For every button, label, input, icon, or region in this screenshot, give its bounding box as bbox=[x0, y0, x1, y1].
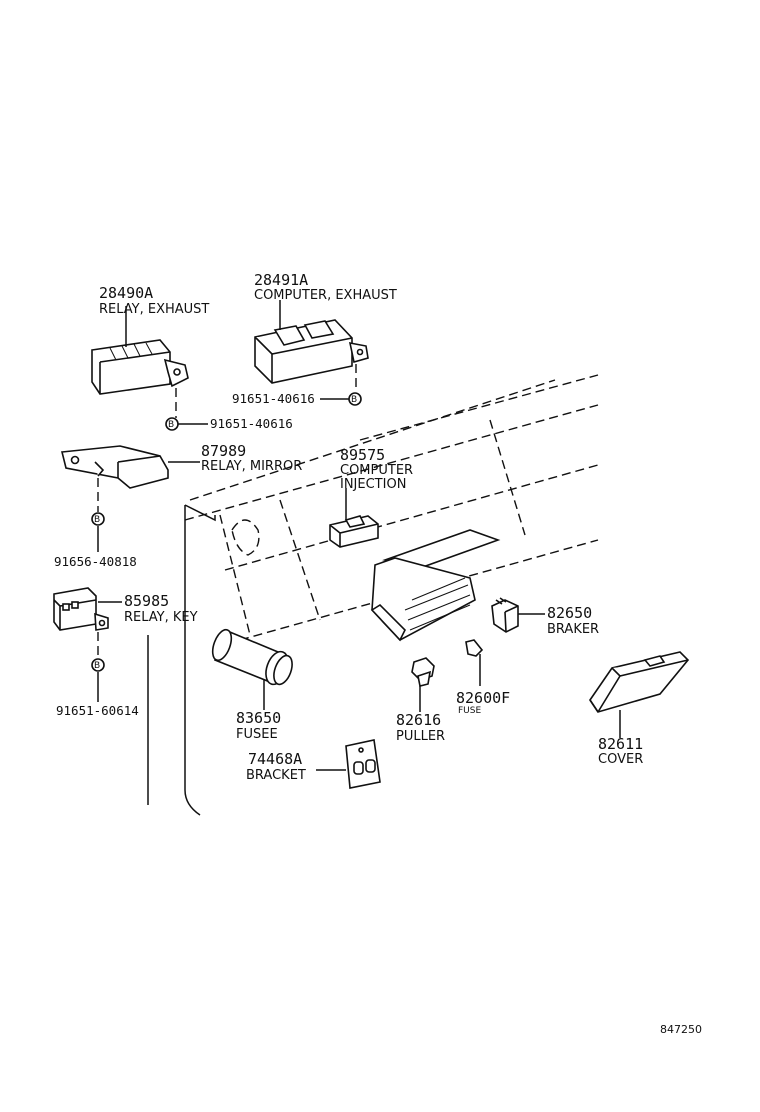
bolt-relay-key-icon bbox=[91, 658, 105, 672]
fuse-name: FUSE bbox=[458, 706, 481, 716]
braker-number: 82650 bbox=[547, 604, 592, 622]
relay-mirror-illustration bbox=[61, 445, 200, 489]
puller-number: 82616 bbox=[396, 711, 441, 729]
bracket-illustration bbox=[316, 739, 381, 789]
bracket-name: BRACKET bbox=[246, 768, 306, 783]
relay-key-illustration bbox=[53, 587, 122, 631]
bolt-relay-key-number: 91651-60614 bbox=[56, 703, 139, 718]
puller-name: PULLER bbox=[396, 729, 445, 744]
relay-mirror-name: RELAY, MIRROR bbox=[201, 459, 302, 474]
relay-exhaust-name: RELAY, EXHAUST bbox=[99, 302, 209, 317]
cover-illustration bbox=[589, 651, 690, 738]
bolt-relay-mirror-icon bbox=[91, 512, 105, 526]
relay-exhaust-illustration bbox=[91, 306, 189, 395]
bolt-marker: B bbox=[351, 395, 357, 405]
puller-illustration bbox=[411, 657, 435, 712]
braker-name: BRAKER bbox=[547, 622, 599, 637]
computer-exhaust-number: 28491A bbox=[254, 271, 308, 289]
bolt-marker: B bbox=[94, 661, 100, 671]
bolt-relay-exhaust-number: 91651-40616 bbox=[210, 416, 293, 431]
fuse-number: 82600F bbox=[456, 689, 510, 707]
computer-injection-name-line2: INJECTION bbox=[340, 477, 406, 492]
fuse-block-illustration bbox=[370, 529, 501, 642]
computer-exhaust-name: COMPUTER, EXHAUST bbox=[254, 288, 397, 303]
bolt-marker: B bbox=[94, 515, 100, 525]
fuse-illustration bbox=[465, 639, 484, 686]
fusee-number: 83650 bbox=[236, 709, 281, 727]
bolt-computer-exhaust-number: 91651-40616 bbox=[232, 391, 315, 406]
computer-injection-number: 89575 bbox=[340, 446, 385, 464]
fusee-name: FUSEE bbox=[236, 727, 278, 742]
cover-number: 82611 bbox=[598, 735, 643, 753]
fusee-illustration bbox=[211, 628, 293, 710]
cover-name: COVER bbox=[598, 752, 643, 767]
computer-injection-name-line1: COMPUTER bbox=[340, 463, 413, 478]
braker-illustration bbox=[491, 597, 545, 633]
computer-injection-illustration bbox=[329, 488, 379, 548]
bolt-relay-mirror-number: 91656-40818 bbox=[54, 554, 137, 569]
relay-mirror-number: 87989 bbox=[201, 442, 246, 460]
bolt-marker: B bbox=[168, 420, 174, 430]
relay-key-number: 85985 bbox=[124, 592, 169, 610]
computer-exhaust-illustration bbox=[254, 300, 369, 384]
relay-exhaust-number: 28490A bbox=[99, 284, 153, 302]
bracket-number: 74468A bbox=[248, 750, 302, 768]
relay-key-name: RELAY, KEY bbox=[124, 610, 198, 625]
diagram-id: 847250 bbox=[660, 1023, 702, 1036]
